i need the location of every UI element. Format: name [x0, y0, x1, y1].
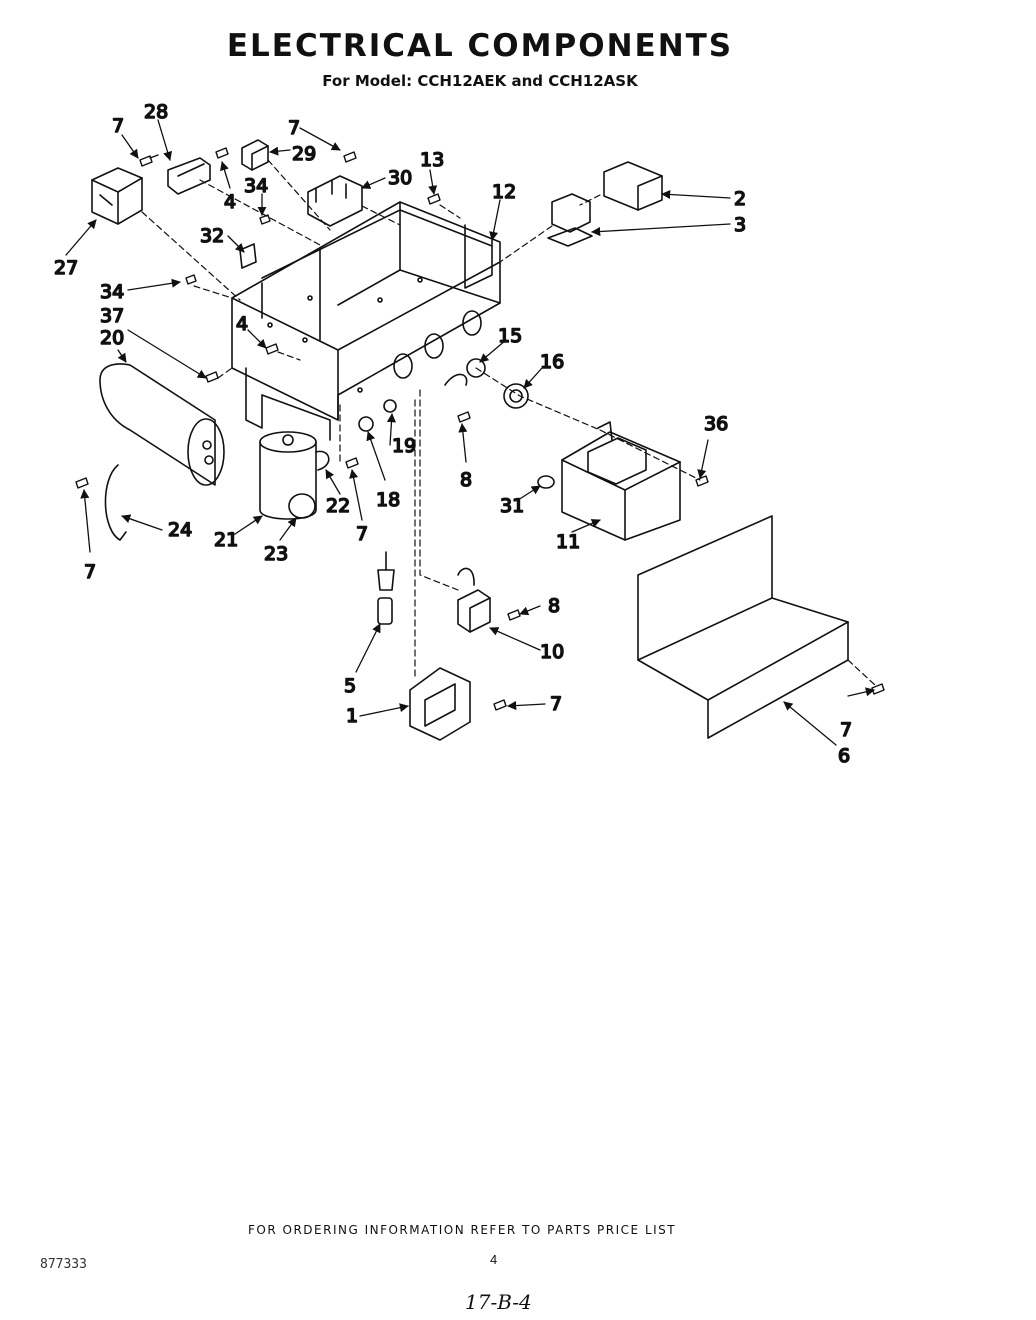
callout-29: 29 [292, 143, 316, 165]
handwritten-note: 17-B-4 [465, 1290, 532, 1314]
callout-11: 11 [556, 531, 580, 553]
document-number: 877333 [40, 1257, 87, 1272]
callout-21: 21 [214, 529, 238, 551]
sensor-5 [377, 551, 395, 625]
callout-3: 3 [734, 214, 746, 236]
callout-16: 16 [540, 351, 564, 373]
capacitor-strap-24 [104, 464, 127, 541]
callout-7: 7 [356, 523, 368, 545]
callout-7: 7 [550, 693, 562, 715]
callout-7: 7 [288, 117, 300, 139]
panel-6 [637, 515, 849, 739]
callout-8: 8 [548, 595, 560, 617]
callout-7: 7 [840, 719, 852, 741]
model-subtitle: For Model: CCH12AEK and CCH12ASK [322, 72, 638, 90]
callout-4: 4 [224, 191, 236, 213]
callout-labels: 7 28 4 7 29 30 13 12 2 3 34 32 27 34 37 … [53, 100, 853, 768]
callout-13: 13 [420, 149, 444, 171]
callout-8: 8 [460, 469, 472, 491]
callout-4: 4 [236, 313, 248, 335]
callout-15: 15 [498, 325, 522, 347]
callout-22: 22 [326, 495, 350, 517]
callout-18: 18 [376, 489, 400, 511]
callout-34: 34 [244, 175, 268, 197]
callout-28: 28 [144, 101, 168, 123]
relay-28 [167, 157, 211, 195]
grommet-19 [383, 399, 397, 413]
assembly-lines [141, 159, 877, 687]
callout-7: 7 [84, 561, 96, 583]
control-30 [307, 175, 363, 227]
transformer-11 [561, 421, 681, 541]
bracket-32 [239, 243, 257, 269]
page-title: ELECTRICAL COMPONENTS [226, 28, 734, 64]
relay-10 [457, 567, 491, 633]
callout-23: 23 [264, 543, 288, 565]
callout-12: 12 [492, 181, 516, 203]
grommet-18 [358, 416, 374, 432]
callout-6: 6 [838, 745, 850, 767]
knob-16 [503, 383, 529, 409]
callout-34: 34 [100, 281, 124, 303]
capacitor-20 [99, 363, 225, 486]
callout-31: 31 [500, 495, 524, 517]
callout-7: 7 [112, 115, 124, 137]
control-1 [409, 667, 471, 741]
callout-1: 1 [346, 705, 358, 727]
callout-27: 27 [54, 257, 78, 279]
screws [75, 147, 885, 711]
callout-10: 10 [540, 641, 564, 663]
clip-31 [537, 475, 555, 489]
page-number: 4 [490, 1252, 498, 1267]
switch-29 [241, 139, 269, 171]
callout-30: 30 [388, 167, 412, 189]
ordering-note: FOR ORDERING INFORMATION REFER TO PARTS … [248, 1223, 677, 1237]
callout-32: 32 [200, 225, 224, 247]
chassis-box [231, 201, 501, 441]
capacitor-21 [259, 431, 330, 520]
grommet-15 [466, 358, 486, 378]
callout-36: 36 [704, 413, 728, 435]
callout-24: 24 [168, 519, 192, 541]
callout-20: 20 [100, 327, 124, 349]
switch-2 [603, 161, 663, 211]
terminal-board-27 [91, 167, 143, 225]
callout-5: 5 [344, 675, 356, 697]
callout-19: 19 [392, 435, 416, 457]
callout-37: 37 [100, 305, 124, 327]
callout-2: 2 [734, 188, 746, 210]
leader-lines [65, 119, 875, 746]
